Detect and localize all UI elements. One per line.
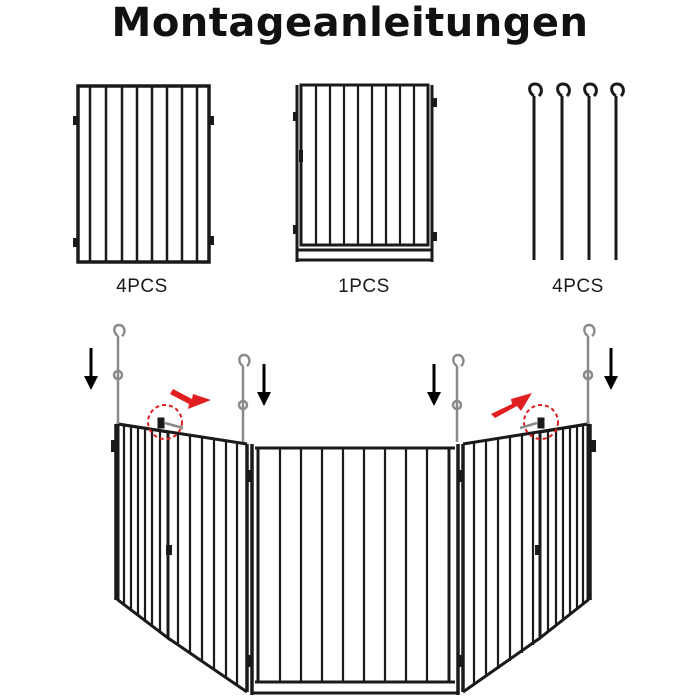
red-arrows: [170, 389, 532, 418]
page-title: Montageanleitungen: [111, 0, 589, 46]
side-hinges: [111, 440, 596, 555]
assembled-panel-right-outer: [538, 422, 592, 642]
down-arrows: [84, 348, 618, 406]
panel-count-label: 4PCS: [116, 276, 168, 297]
red-dashed-markers: [147, 404, 559, 440]
assembled-panel-right-inner: [461, 422, 589, 694]
assembled-gate-center: [246, 444, 464, 695]
assembled-panel-left-outer: [116, 422, 170, 642]
connector-clips: [157, 417, 545, 430]
gate-count-label: 1PCS: [338, 276, 390, 297]
gate-panel-drawing: [293, 83, 437, 262]
pin-count-label: 4PCS: [552, 276, 604, 297]
assembly-pins: [112, 323, 596, 442]
hook-pins-drawing: [528, 82, 625, 260]
assembled-panel-left-inner: [114, 422, 249, 694]
panel-drawing: [73, 84, 214, 264]
